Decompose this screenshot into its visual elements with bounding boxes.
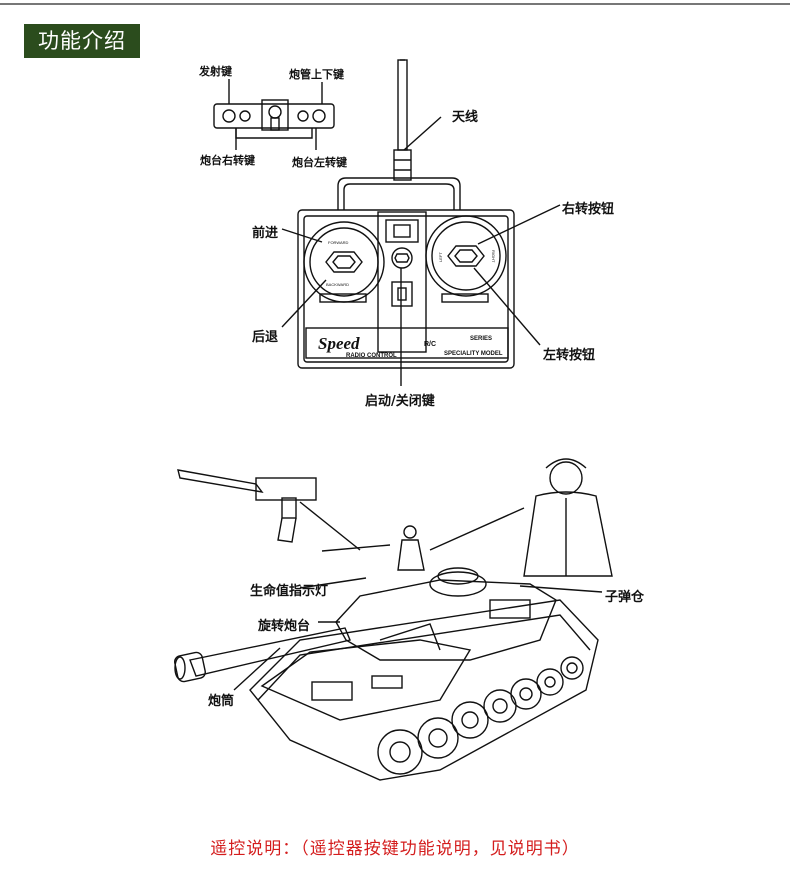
brand-logo: Speed <box>318 334 360 353</box>
top-divider <box>0 3 790 5</box>
footer-note: 遥控说明：（遥控器按键功能说明，见说明书） <box>210 839 580 859</box>
pad-left-text: LEFT <box>438 252 443 262</box>
antenna-graphic <box>393 59 412 181</box>
brand-badge: R/C <box>424 341 436 348</box>
label-barrel-updown-key: 炮管上下键 <box>289 68 344 81</box>
tank-illustration <box>174 458 613 781</box>
label-rotating-turret: 旋转炮台 <box>258 619 311 634</box>
brand-series: SERIES <box>470 336 492 342</box>
pad-forward-text: FORWARD <box>328 240 349 245</box>
label-right-turn-button: 右转按钮 <box>562 202 615 217</box>
handle-graphic <box>337 177 461 210</box>
pad-right-text: RIGHT <box>491 250 496 263</box>
label-fire-key: 发射键 <box>199 65 232 78</box>
label-left-turn-button: 左转按钮 <box>543 348 596 363</box>
label-turret-right-key: 炮台右转键 <box>200 154 255 167</box>
pad-backward-text: BACKWARD <box>326 282 349 287</box>
label-antenna: 天线 <box>452 110 479 125</box>
label-forward: 前进 <box>252 226 279 241</box>
label-life-indicator: 生命值指示灯 <box>250 584 329 599</box>
top-control-strip <box>213 79 335 150</box>
label-barrel: 炮筒 <box>208 694 235 709</box>
brand-subtitle: RADIO CONTROL <box>346 353 397 359</box>
section-title: 功能介绍 <box>24 24 140 58</box>
label-power-key: 启动/关闭键 <box>365 394 435 409</box>
label-turret-left-key: 炮台左转键 <box>292 156 347 169</box>
label-backward: 后退 <box>252 330 279 345</box>
controller-body <box>281 116 561 386</box>
label-magazine: 子弹仓 <box>605 590 645 605</box>
brand-model: SPECIALITY MODEL <box>444 351 503 357</box>
